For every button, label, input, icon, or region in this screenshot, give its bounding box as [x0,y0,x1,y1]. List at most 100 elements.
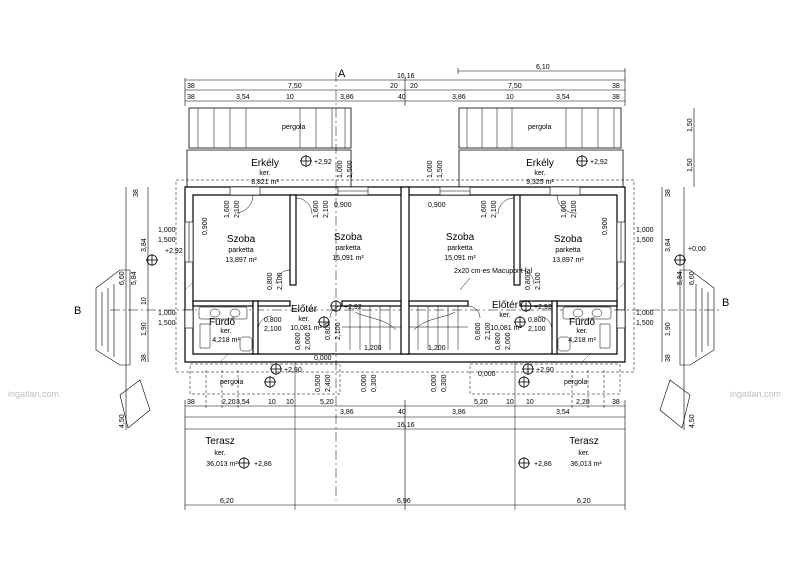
dim-right-span: 6,10 [536,64,550,71]
opening-0800-c: 0,800 [264,317,282,324]
dim-top-2-3: 20 [410,83,418,90]
level-marker-pergola-left [264,376,276,388]
room-szoba-1: Szoba parketta 13,897 m² [225,234,257,264]
opening-0800-e: 0,800 [325,322,332,340]
side-stairs [95,269,715,429]
dim-bot-1-8: 38 [612,399,620,406]
opening-0500-a: 0,500 [315,374,322,392]
room-area: 4,218 m² [212,337,240,344]
level-labels: +2,92 +2,92 +2,92 +0,00 +2,92 +2,92 +2,9… [165,159,706,468]
opening-1200-a: 1,200 [364,345,382,352]
room-area: 13,897 m² [552,257,584,264]
room-name: Fürdő [209,317,236,328]
room-furdo-right: Fürdő ker. 4,218 m² [568,317,596,344]
opening-0800-d: 0,800 [528,317,546,324]
dim-bot-2-4: 10 [526,399,534,406]
dim-left-4: 10 [141,297,148,305]
level-marker-erkely-right [576,155,588,167]
dim-bot-2-0: 2,20 [222,399,236,406]
room-type: ker. [499,312,510,319]
dim-right-7: 38 [665,354,672,362]
axis-a-label: A [338,68,346,80]
opening-0000-d: 0,000 [431,374,438,392]
level-marker-eloter-right [514,316,526,328]
opening-1600-d: 1,600 [481,200,488,218]
dim-top-3-1: 3,54 [236,94,250,101]
level-terasz-right: +2,86 [534,461,552,468]
level-entry-left: +2,90 [284,367,302,374]
room-type: ker. [220,328,231,335]
bottom-pergolas [189,362,621,510]
opening-1000-left-b: 1,000 [158,310,176,317]
opening-2100-i: 2,100 [335,322,342,340]
dim-bot-2-1: 10 [268,399,276,406]
watermark-right: ingatlan.com [730,389,781,399]
pergola-label-bottom-right: pergola [564,379,587,386]
opening-0900-c: 0,900 [202,217,209,235]
level-erkely-left: +2,92 [314,159,332,166]
opening-0800-f: 0,800 [475,322,482,340]
room-area: 10,081 m² [290,325,322,332]
room-name: Előtér [291,304,318,315]
level-marker-erkely-left [300,155,312,167]
room-erkely-left: Erkély ker. 8,821 m² [251,158,279,186]
room-name: Szoba [227,234,256,245]
room-terasz-left: Terasz ker. 36,013 m² [205,436,238,468]
level-marker-hall-right [520,300,532,312]
opening-2100-g: 2,100 [264,326,282,333]
room-name: Szoba [554,234,583,245]
room-area: 13,897 m² [225,257,257,264]
axis-b-label-left: B [74,305,81,317]
level-marker-terasz-right [518,457,530,469]
dim-top-3-0: 38 [187,94,195,101]
bottom-dimensions [184,400,626,510]
opening-2100-e: 2,100 [277,272,284,290]
level-marker-room-right [674,254,686,266]
bathroom-fixtures [198,306,612,352]
pergola-label-top-right: pergola [528,124,551,131]
level-entry-right: +2,90 [536,367,554,374]
wall-note-leader [459,277,471,291]
opening-0000-c: 0,000 [361,374,368,392]
dim-top-3-7: 3,54 [556,94,570,101]
opening-2100-c: 2,100 [323,200,330,218]
dim-right-8: 4,50 [689,414,696,428]
opening-1600-a: 1,600 [224,200,231,218]
dim-right-6: 1,90 [665,322,672,336]
room-szoba-2: Szoba parketta 15,091 m² [332,232,364,262]
opening-1500-left: 1,500 [158,237,176,244]
room-type: parketta [335,245,360,252]
dim-bot-1-6: 10 [506,399,514,406]
level-marker-hall-left [330,300,342,312]
opening-0800-a: 0,800 [267,272,274,290]
opening-0900-d: 0,900 [602,217,609,235]
opening-1000-right-b: 1,000 [636,310,654,317]
room-eloter-left: Előtér ker. 10,081 m² [290,304,322,332]
opening-1500-left-b: 1,500 [158,320,176,327]
room-area: 36,013 m² [206,461,238,468]
room-area: 4,218 m² [568,337,596,344]
dim-right-3: 3,84 [665,238,672,252]
opening-0300-a: 0,300 [371,374,378,392]
dim-top-3-3: 3,86 [340,94,354,101]
level-hall-right: +2,92 [534,304,552,311]
axis-a-marker: A [335,68,346,500]
opening-2100-d: 2,100 [491,200,498,218]
room-area: 15,091 m² [444,255,476,262]
dim-bottom-2: 6,20 [577,498,591,505]
room-name: Szoba [334,232,363,243]
room-szoba-4: Szoba parketta 13,897 m² [552,234,584,264]
right-side-dims: 1,50 1,50 38 3,84 6,60 5,84 1,90 38 4,50 [665,118,696,428]
dim-right-2: 38 [665,189,672,197]
room-erkely-right: Erkély ker. 9,325 m² [526,158,554,186]
door-swings [234,194,576,331]
level-marker-pergola-right [518,376,530,388]
room-name: Terasz [205,436,234,447]
dim-top-3-2: 10 [286,94,294,101]
opening-1000-left: 1,000 [158,227,176,234]
level-terasz-left: +2,86 [254,461,272,468]
opening-annotations: 0,900 0,900 0,900 0,900 1,000 1,500 1,00… [158,160,654,392]
opening-0800-g: 0,800 [295,332,302,350]
room-type: ker. [298,316,309,323]
opening-2000-b: 2,000 [505,332,512,350]
